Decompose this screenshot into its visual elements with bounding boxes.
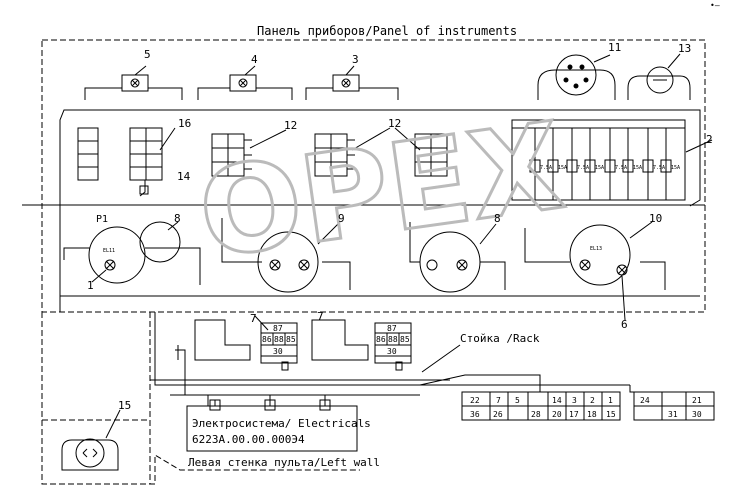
callout-13: 13: [678, 42, 691, 55]
indicator-5: [84, 65, 183, 100]
lamp-label-el13: EL13: [590, 246, 602, 252]
fuse-label: 15A: [595, 165, 604, 171]
conn-a-cell: 28: [531, 410, 541, 419]
gauge-10: [524, 221, 666, 321]
gauge-8b: [409, 222, 506, 293]
conn-c-cell: 21: [692, 396, 702, 405]
fuse-label: 15A: [671, 165, 680, 171]
relay2-pin-86: 86: [376, 335, 386, 344]
indicator-4: [197, 65, 293, 100]
conn-b-cell: 18: [587, 410, 597, 419]
indicator-3: [305, 65, 399, 100]
fuse-block-2: [511, 119, 713, 201]
electrics-box: [186, 405, 358, 452]
conn-b-cell: 20: [552, 410, 562, 419]
fuse-label: 15A: [633, 165, 642, 171]
switch-block-12c: [394, 127, 448, 177]
relay2-pin-30: 30: [387, 347, 397, 356]
conn-b-cell: 14: [552, 396, 562, 405]
panel-title: Панель приборов/Panel of instruments: [257, 24, 517, 38]
relay2-pin-88: 88: [388, 335, 398, 344]
callout-3: 3: [352, 53, 359, 66]
callout-16: 16: [178, 117, 191, 130]
relay1-pin-85: 85: [286, 335, 296, 344]
callout-8a: 8: [174, 212, 181, 225]
corner-mark: •—: [710, 1, 720, 10]
callout-7b: 7: [317, 310, 324, 323]
fuse-label: 15A: [558, 165, 567, 171]
callout-9: 9: [338, 212, 345, 225]
relay2-pin-87: 87: [387, 324, 397, 333]
conn-b-cell: 17: [569, 410, 579, 419]
callout-11: 11: [608, 41, 621, 54]
fuse-label: 7.5A: [577, 165, 589, 171]
conn-a-cell: 36: [470, 410, 480, 419]
conn-b-cell: 3: [572, 396, 577, 405]
conn-b-cell: 1: [608, 396, 613, 405]
switch-block-16: [77, 127, 176, 197]
conn-a-cell: 22: [470, 396, 480, 405]
panel-frame: [41, 39, 706, 313]
gauge-p1: [63, 221, 201, 285]
callout-1: 1: [87, 279, 94, 292]
callout-12b: 12: [388, 117, 401, 130]
callout-8b: 8: [494, 212, 501, 225]
callout-4: 4: [251, 53, 258, 66]
switch-block-12b: [314, 127, 391, 177]
relay2-pin-85: 85: [400, 335, 410, 344]
callout-6: 6: [621, 318, 628, 331]
fuse-label: 7.5A: [615, 165, 627, 171]
rack-label: Стойка /Rack: [460, 332, 540, 345]
conn-b-cell: 15: [606, 410, 616, 419]
relay1-pin-86: 86: [262, 335, 272, 344]
callout-15: 15: [118, 399, 131, 412]
callout-7a: 7: [250, 312, 257, 325]
callout-14: 14: [177, 170, 191, 183]
fuse-label: 7.5A: [653, 165, 665, 171]
conn-c-cell: 30: [692, 410, 702, 419]
relay1-pin-30: 30: [273, 347, 283, 356]
conn-a-cell: 7: [496, 396, 501, 405]
callout-10: 10: [649, 212, 662, 225]
watermark: OPEX: [191, 97, 571, 285]
conn-a-cell: 26: [493, 410, 503, 419]
conn-c-cell: 24: [640, 396, 650, 405]
fuse-label: 7.5A: [540, 165, 552, 171]
relay1-pin-87: 87: [273, 324, 283, 333]
gauge-9: [221, 218, 351, 293]
p1-label: P1: [96, 214, 108, 225]
relay1-pin-88: 88: [274, 335, 284, 344]
callout-2: 2: [706, 133, 713, 146]
relay-2: [311, 319, 412, 371]
conn-a-cell: 5: [515, 396, 520, 405]
relay-1: [194, 315, 298, 371]
electrics-label: Электросистема/ Electricals: [192, 417, 371, 430]
device-15: [61, 409, 121, 471]
callout-12a: 12: [284, 119, 297, 132]
conn-c-cell: 31: [668, 410, 678, 419]
lamp-label-el11: EL11: [103, 248, 115, 254]
conn-b-cell: 2: [590, 396, 595, 405]
connector-b: [547, 391, 621, 421]
switch-block-12a: [211, 129, 287, 177]
part-number-label: 6223А.00.00.000Э4: [192, 433, 305, 446]
connector-c: [633, 391, 715, 421]
gauge-11: [537, 54, 616, 100]
left-wall-label: Левая стенка пульта/Left wall: [188, 456, 380, 469]
gauge-13: [627, 53, 691, 100]
callout-5: 5: [144, 48, 151, 61]
